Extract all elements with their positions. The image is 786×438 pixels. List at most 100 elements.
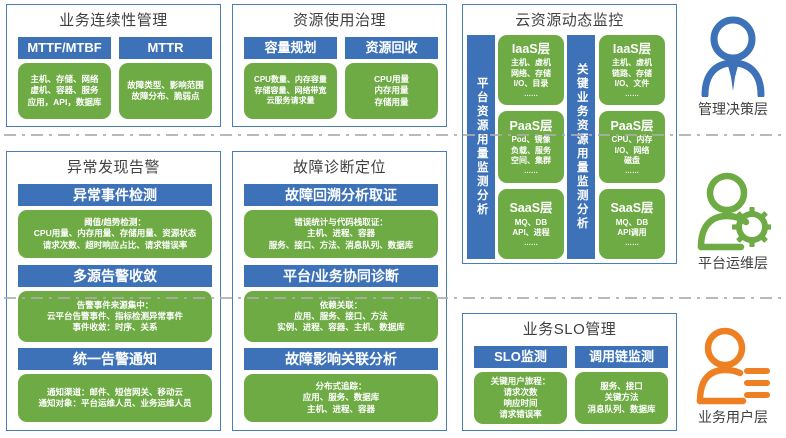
- persona-management-decision: 管理决策层: [680, 8, 786, 126]
- text-line: 负载、服务: [511, 145, 551, 155]
- card-header-mttf-mtbf[interactable]: MTTF/MTBF: [18, 37, 111, 59]
- text-line: 请求次数、超时响应占比、请求错误率: [42, 239, 188, 250]
- card-body-resource-reclaim: CPU用量 内存用量 存储用量: [345, 63, 438, 119]
- card-header-trace-monitoring[interactable]: 调用链监测: [575, 346, 668, 368]
- separator-row-1: [4, 134, 784, 136]
- layer-title: PaaS层: [610, 118, 654, 133]
- person-lines-icon: [696, 327, 770, 405]
- section-header-unified-notification[interactable]: 统一告警通知: [18, 348, 212, 370]
- text-line: 主机、进程、容器: [306, 403, 375, 414]
- text-line: 空间、集群: [511, 156, 551, 166]
- persona-business-user: 业务用户层: [680, 322, 786, 432]
- vertical-rail-critical-business: 关键业务资源用量监测分析: [567, 35, 595, 259]
- layer-card-saas-business: SaaS层 MQ、DB API调用 ……: [599, 189, 665, 259]
- text-line: ……: [524, 167, 538, 175]
- text-line: 实例、进程、容器、主机、数据库: [277, 322, 405, 333]
- text-line: CPU数量、内存容量: [254, 75, 327, 85]
- card-header-resource-reclaim[interactable]: 资源回收: [345, 37, 438, 59]
- person-tie-icon: [701, 16, 765, 97]
- card-header-slo-monitoring[interactable]: SLO监测: [474, 346, 567, 368]
- text-line: 服务、接口: [600, 381, 643, 392]
- layer-card-saas-platform: SaaS层 MQ、DB API、进程 ……: [498, 189, 564, 259]
- text-line: 依赖关联：: [319, 299, 363, 310]
- text-line: 磁盘: [624, 156, 640, 166]
- text-line: 响应时间: [503, 398, 538, 408]
- text-line: 消息队列、数据库: [587, 403, 656, 414]
- panel-title-resource-governance: 资源使用治理: [292, 12, 386, 29]
- section-header-multi-source-convergence[interactable]: 多源告警收敛: [18, 265, 212, 287]
- section-body-multi-source-convergence: 告警事件来源集中： 云平台告警事件、指标检测异常事件 事件收敛：时序、关系: [18, 291, 212, 342]
- text-line: 分布式追踪：: [315, 381, 367, 392]
- text-line: 应用，API，数据库: [27, 96, 102, 107]
- panel-resource-governance: 资源使用治理 容量规划 资源回收 CPU数量、内存容量 存储容量、网络带宽 云服…: [232, 4, 447, 127]
- vertical-rail-label: 平台资源用量监测分析: [475, 77, 488, 217]
- text-line: CPU、内存: [611, 135, 653, 145]
- vertical-rail-platform: 平台资源用量监测分析: [467, 35, 495, 259]
- layer-title: SaaS层: [610, 201, 654, 216]
- persona-label: 平台运维层: [698, 255, 768, 271]
- panel-fault-diagnosis: 故障诊断定位 故障回溯分析取证 错误统计与代码栈取证： 主机、进程、容器 服务、…: [232, 151, 447, 431]
- text-line: 网络、存储: [511, 68, 551, 78]
- text-line: 链路、存储: [612, 68, 652, 78]
- text-line: 存储容量、网络带宽: [254, 85, 327, 95]
- text-line: 云平台告警事件、指标检测异常事件: [46, 310, 183, 321]
- text-line: 应用、服务、接口、方法: [294, 310, 388, 321]
- layer-card-iaas-business: IaaS层 主机、虚机 链路、存储 I/O、文件 ……: [599, 35, 665, 105]
- text-line: 主机、存储、网络: [30, 74, 99, 85]
- layer-title: IaaS层: [511, 41, 551, 56]
- panel-business-slo: 业务SLO管理 SLO监测 调用链监测 关键用户旅程： 请求次数 响应时间 请求…: [462, 313, 677, 431]
- panel-title-anomaly-alerting: 异常发现告警: [66, 159, 160, 176]
- text-line: I/O、文件: [614, 79, 650, 89]
- text-line: 关键方法: [604, 392, 639, 403]
- panel-title-business-slo: 业务SLO管理: [522, 321, 617, 338]
- layer-title: IaaS层: [612, 41, 652, 56]
- panel-title-cloud-resource-monitoring: 云资源动态监控: [515, 12, 624, 29]
- text-line: 通知渠道：邮件、短信网关、移动云: [46, 386, 183, 397]
- panel-title-business-continuity: 业务连续性管理: [59, 12, 168, 29]
- card-body-trace-monitoring: 服务、接口 关键方法 消息队列、数据库: [575, 372, 668, 424]
- text-line: 虚机、容器、服务: [30, 85, 99, 96]
- section-body-fault-trace-forensics: 错误统计与代码栈取证： 主机、进程、容器 服务、接口、方法、消息队列、数据库: [244, 210, 438, 258]
- section-header-anomaly-detection[interactable]: 异常事件检测: [18, 184, 212, 206]
- card-header-capacity-planning[interactable]: 容量规划: [244, 37, 337, 59]
- text-line: 告警事件来源集中：: [76, 299, 154, 310]
- section-header-platform-business-diagnosis[interactable]: 平台/业务协同诊断: [244, 265, 438, 287]
- text-line: ……: [524, 239, 538, 247]
- text-line: 主机、进程、容器: [306, 228, 375, 239]
- section-body-fault-impact-analysis: 分布式追踪： 应用、服务、数据库 主机、进程、容器: [244, 374, 438, 422]
- card-body-capacity-planning: CPU数量、内存容量 存储容量、网络带宽 云服务请求量: [244, 63, 337, 119]
- section-body-anomaly-detection: 阈值/趋势检测： CPU用量、内存用量、存储用量、资源状态 请求次数、超时响应占…: [18, 210, 212, 258]
- card-body-slo-monitoring: 关键用户旅程： 请求次数 响应时间 请求错误率: [474, 372, 567, 424]
- text-line: 事件收敛：时序、关系: [72, 322, 158, 333]
- text-line: 通知对象：平台运维人员、业务运维人员: [38, 398, 192, 408]
- text-line: ……: [625, 239, 639, 247]
- text-line: 故障类型、影响范围: [127, 79, 204, 90]
- panel-business-continuity: 业务连续性管理 MTTF/MTBF MTTR 主机、存储、网络 虚机、容器、服务…: [6, 4, 221, 127]
- persona-label: 业务用户层: [698, 409, 768, 425]
- vertical-rail-label: 关键业务资源用量监测分析: [575, 63, 588, 231]
- panel-title-fault-diagnosis: 故障诊断定位: [292, 159, 386, 176]
- layer-card-paas-business: PaaS层 CPU、内存 I/O、网络 磁盘 ……: [599, 111, 665, 183]
- section-body-platform-business-diagnosis: 依赖关联： 应用、服务、接口、方法 实例、进程、容器、主机、数据库: [244, 291, 438, 342]
- card-body-mttf-mtbf: 主机、存储、网络 虚机、容器、服务 应用，API，数据库: [18, 63, 111, 119]
- card-body-mttr: 故障类型、影响范围 故障分布、脆弱点: [119, 63, 212, 119]
- text-line: ……: [625, 90, 639, 98]
- text-line: MQ、DB: [615, 217, 649, 227]
- section-header-fault-impact-analysis[interactable]: 故障影响关联分析: [244, 348, 438, 370]
- card-header-mttr[interactable]: MTTR: [119, 37, 212, 59]
- text-line: 服务、接口、方法、消息队列、数据库: [268, 239, 414, 250]
- text-line: CPU用量、内存用量、存储用量、资源状态: [33, 228, 197, 239]
- text-line: 内存用量: [374, 85, 409, 96]
- text-line: API调用: [617, 228, 647, 238]
- text-line: Pod、镜像: [511, 135, 551, 145]
- section-header-fault-trace-forensics[interactable]: 故障回溯分析取证: [244, 184, 438, 206]
- layer-card-paas-platform: PaaS层 Pod、镜像 负载、服务 空间、集群 ……: [498, 111, 564, 183]
- text-line: ……: [625, 167, 639, 175]
- panel-anomaly-alerting: 异常发现告警 异常事件检测 阈值/趋势检测： CPU用量、内存用量、存储用量、资…: [6, 151, 221, 431]
- text-line: 关键用户旅程：: [490, 375, 551, 386]
- text-line: I/O、网络: [614, 145, 650, 155]
- text-line: MQ、DB: [514, 217, 548, 227]
- text-line: API、进程: [512, 228, 550, 238]
- section-body-unified-notification: 通知渠道：邮件、短信网关、移动云 通知对象：平台运维人员、业务运维人员: [18, 374, 212, 422]
- text-line: 阈值/趋势检测：: [84, 217, 146, 228]
